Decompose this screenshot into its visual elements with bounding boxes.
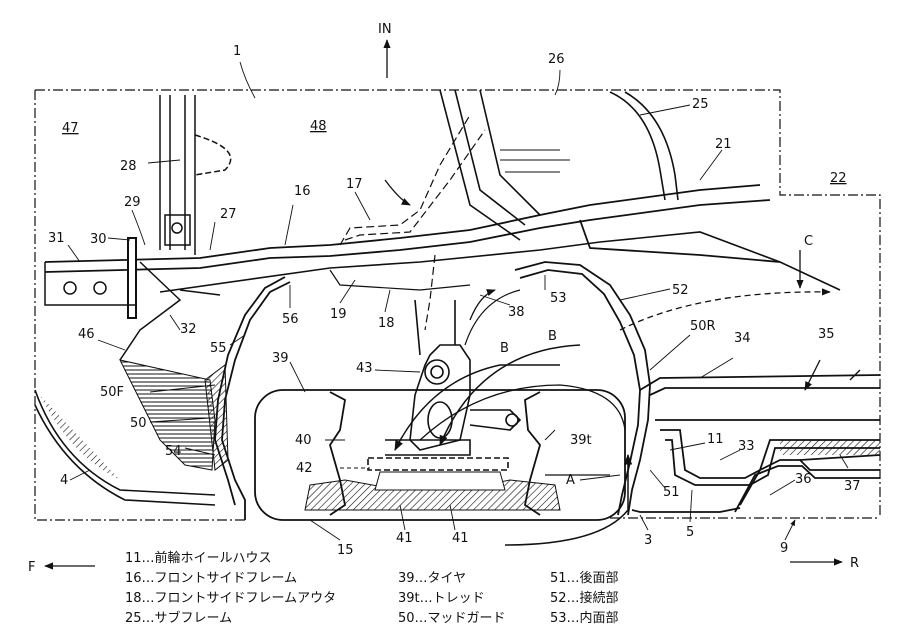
label-11: 11 [707, 432, 724, 447]
airflow-b [394, 364, 560, 451]
label-4: 4 [60, 473, 68, 488]
label-a: A [566, 473, 575, 488]
label-47: 47 [62, 121, 79, 136]
label-36: 36 [795, 472, 812, 487]
label-39: 39 [272, 351, 289, 366]
legend-row3-col0: 25…サブフレーム [125, 610, 232, 626]
label-50f: 50F [100, 385, 124, 400]
label-5: 5 [686, 525, 694, 540]
airflow-c [619, 288, 831, 331]
label-19: 19 [330, 307, 347, 322]
label-56: 56 [282, 312, 299, 327]
reference-labels: IN F R 1 47 48 26 25 21 22 28 29 30 31 2… [28, 22, 861, 575]
label-50r: 50R [690, 319, 716, 334]
label-46: 46 [78, 327, 95, 342]
label-16: 16 [294, 184, 311, 199]
front-bumper-curve [34, 389, 216, 506]
label-in: IN [378, 22, 392, 37]
suspension-knuckle [367, 289, 522, 471]
front-pillar [44, 95, 232, 361]
airflow-b2 [439, 344, 581, 446]
section-boundary [34, 89, 881, 521]
airflow-loop [419, 384, 626, 441]
airflow-a [504, 453, 633, 546]
label-22: 22 [830, 171, 847, 186]
front-side-frame-outer [339, 114, 486, 331]
legend-row2-col0: 18…フロントサイドフレームアウタ [125, 591, 336, 606]
label-54: 54 [165, 444, 182, 459]
leader-lines [67, 61, 849, 541]
label-9: 9 [780, 541, 788, 556]
label-42: 42 [296, 461, 313, 476]
label-c: C [804, 234, 813, 249]
legend-row3-col1: 50…マッドガード [398, 611, 506, 626]
label-31: 31 [48, 231, 65, 246]
label-21: 21 [715, 137, 732, 152]
label-30: 30 [90, 232, 107, 247]
label-34: 34 [734, 331, 751, 346]
legend-row1-col2: 51…後面部 [550, 571, 619, 586]
label-43: 43 [356, 361, 373, 376]
front-side-frame [44, 184, 841, 293]
label-28: 28 [120, 159, 137, 174]
label-f: F [28, 560, 35, 575]
label-26: 26 [548, 52, 565, 67]
tire-tread [304, 471, 561, 511]
label-33: 33 [738, 439, 755, 454]
label-52: 52 [672, 283, 689, 298]
label-3: 3 [644, 533, 652, 548]
label-27: 27 [220, 207, 237, 222]
label-41b: 41 [452, 531, 469, 546]
label-53: 53 [550, 291, 567, 306]
label-38: 38 [508, 305, 525, 320]
legend-row2-col1: 39t…トレッド [398, 591, 485, 606]
direction-arrows [44, 39, 861, 570]
label-32: 32 [180, 322, 197, 337]
legend-row1-col0: 16…フロントサイドフレーム [125, 571, 297, 586]
label-51: 51 [663, 485, 680, 500]
label-40: 40 [295, 433, 312, 448]
label-37: 37 [844, 479, 861, 494]
label-41a: 41 [396, 531, 413, 546]
label-b2: B [548, 329, 557, 344]
legend: 11…前輪ホイールハウス 16…フロントサイドフレーム 39…タイヤ 51…後面… [125, 550, 619, 626]
label-39t: 39t [570, 433, 592, 448]
sub-frame [439, 89, 679, 241]
label-1: 1 [233, 44, 241, 59]
label-29: 29 [124, 195, 141, 210]
label-50: 50 [130, 416, 147, 431]
label-b1: B [500, 341, 509, 356]
label-15: 15 [337, 543, 354, 558]
legend-row2-col2: 52…接続部 [550, 590, 619, 606]
label-17: 17 [346, 177, 363, 192]
label-55: 55 [210, 341, 227, 356]
label-35: 35 [818, 327, 835, 342]
label-48: 48 [310, 119, 327, 134]
label-18: 18 [378, 316, 395, 331]
label-r: R [850, 556, 859, 571]
legend-row3-col2: 53…内面部 [550, 610, 619, 626]
label-25: 25 [692, 97, 709, 112]
legend-row0-col0: 11…前輪ホイールハウス [125, 550, 272, 566]
legend-row1-col1: 39…タイヤ [398, 571, 466, 586]
